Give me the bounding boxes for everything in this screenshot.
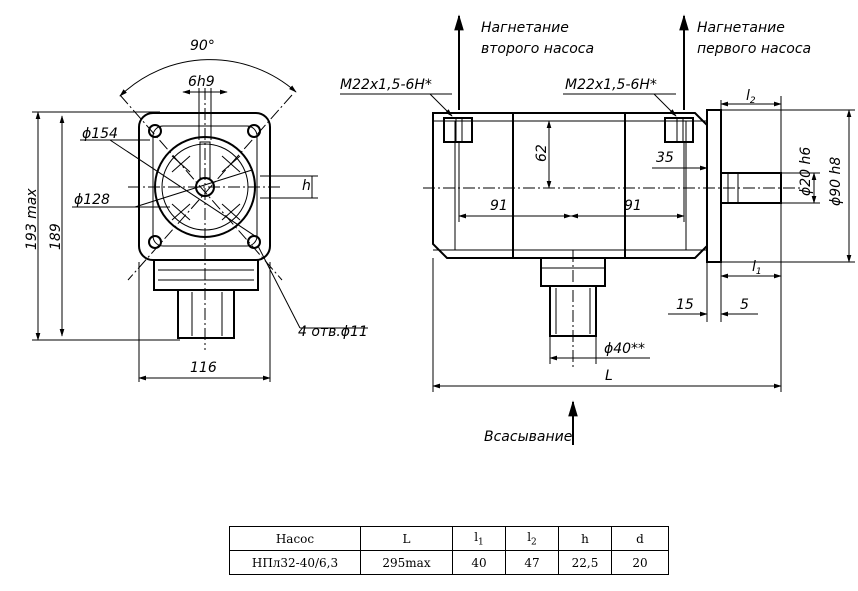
header-l2: l2 <box>505 526 559 551</box>
dim-20: ϕ20 h6 <box>798 147 814 196</box>
circle-label: ϕ128 <box>74 192 110 208</box>
front-view: 90° 6h9 ϕ154 ϕ128 h 193 max 189 4 отв.ϕ1… <box>24 38 368 382</box>
keyway-label: 6h9 <box>188 74 215 90</box>
suction-label: Всасывание <box>484 429 572 445</box>
header-d: d <box>611 526 669 551</box>
front-shaft <box>177 289 235 339</box>
side-flange <box>706 109 722 263</box>
thread-left-label: M22x1,5-6H* <box>340 77 432 93</box>
header-h: h <box>558 526 612 551</box>
dim-l1: l1 <box>752 259 762 277</box>
bolt-hole-tl <box>148 124 162 138</box>
bolt-hole-bl <box>148 235 162 249</box>
spec-table: Насос L l1 l2 h d НПл32-40/6,3 295max 40… <box>229 526 669 575</box>
pcd-label: ϕ154 <box>82 126 118 142</box>
cell-l1: 40 <box>452 550 506 575</box>
dim-90: ϕ90 h8 <box>828 157 844 206</box>
width-label: 116 <box>190 360 217 376</box>
dim-62: 62 <box>534 144 550 162</box>
dim-91-right: 91 <box>624 198 642 214</box>
side-body <box>432 112 708 259</box>
header-pump: Насос <box>229 526 361 551</box>
side-shaft <box>720 172 782 204</box>
angle-label: 90° <box>190 38 215 54</box>
discharge-first-line1: Нагнетание <box>697 20 785 36</box>
discharge-second-line2: второго насоса <box>481 41 594 57</box>
cell-h: 22,5 <box>558 550 612 575</box>
dim-L: L <box>605 368 613 384</box>
front-body-inner <box>152 125 258 247</box>
thread-right-label: M22x1,5-6H* <box>565 77 657 93</box>
port-second <box>443 117 473 143</box>
side-view: Нагнетание второго насоса Нагнетание пер… <box>340 14 855 445</box>
dim-15: 15 <box>676 297 694 313</box>
front-base <box>153 260 259 291</box>
cell-l2: 47 <box>505 550 559 575</box>
bolt-hole-tr <box>247 124 261 138</box>
height-label: 189 <box>48 223 64 250</box>
cell-d: 20 <box>611 550 669 575</box>
table-header-row: Насос L l1 l2 h d <box>229 526 669 551</box>
cell-pump: НПл32-40/6,3 <box>229 550 361 575</box>
dim-35: 35 <box>656 150 674 166</box>
header-l1: l1 <box>452 526 506 551</box>
angle-arc <box>119 59 297 97</box>
cell-L: 295max <box>360 550 453 575</box>
table-row: НПл32-40/6,3 295max 40 47 22,5 20 <box>229 550 669 575</box>
port-first <box>664 117 694 143</box>
holes-label: 4 отв.ϕ11 <box>298 324 368 340</box>
dim-5: 5 <box>740 297 749 313</box>
discharge-second-line1: Нагнетание <box>481 20 569 36</box>
dim-91-left: 91 <box>490 198 508 214</box>
height-max-label: 193 max <box>24 188 40 250</box>
dim-l2: l2 <box>746 88 756 106</box>
h-label: h <box>302 178 311 194</box>
discharge-first-line2: первого насоса <box>697 41 811 57</box>
dim-40: ϕ40** <box>604 341 645 357</box>
header-L: L <box>360 526 453 551</box>
